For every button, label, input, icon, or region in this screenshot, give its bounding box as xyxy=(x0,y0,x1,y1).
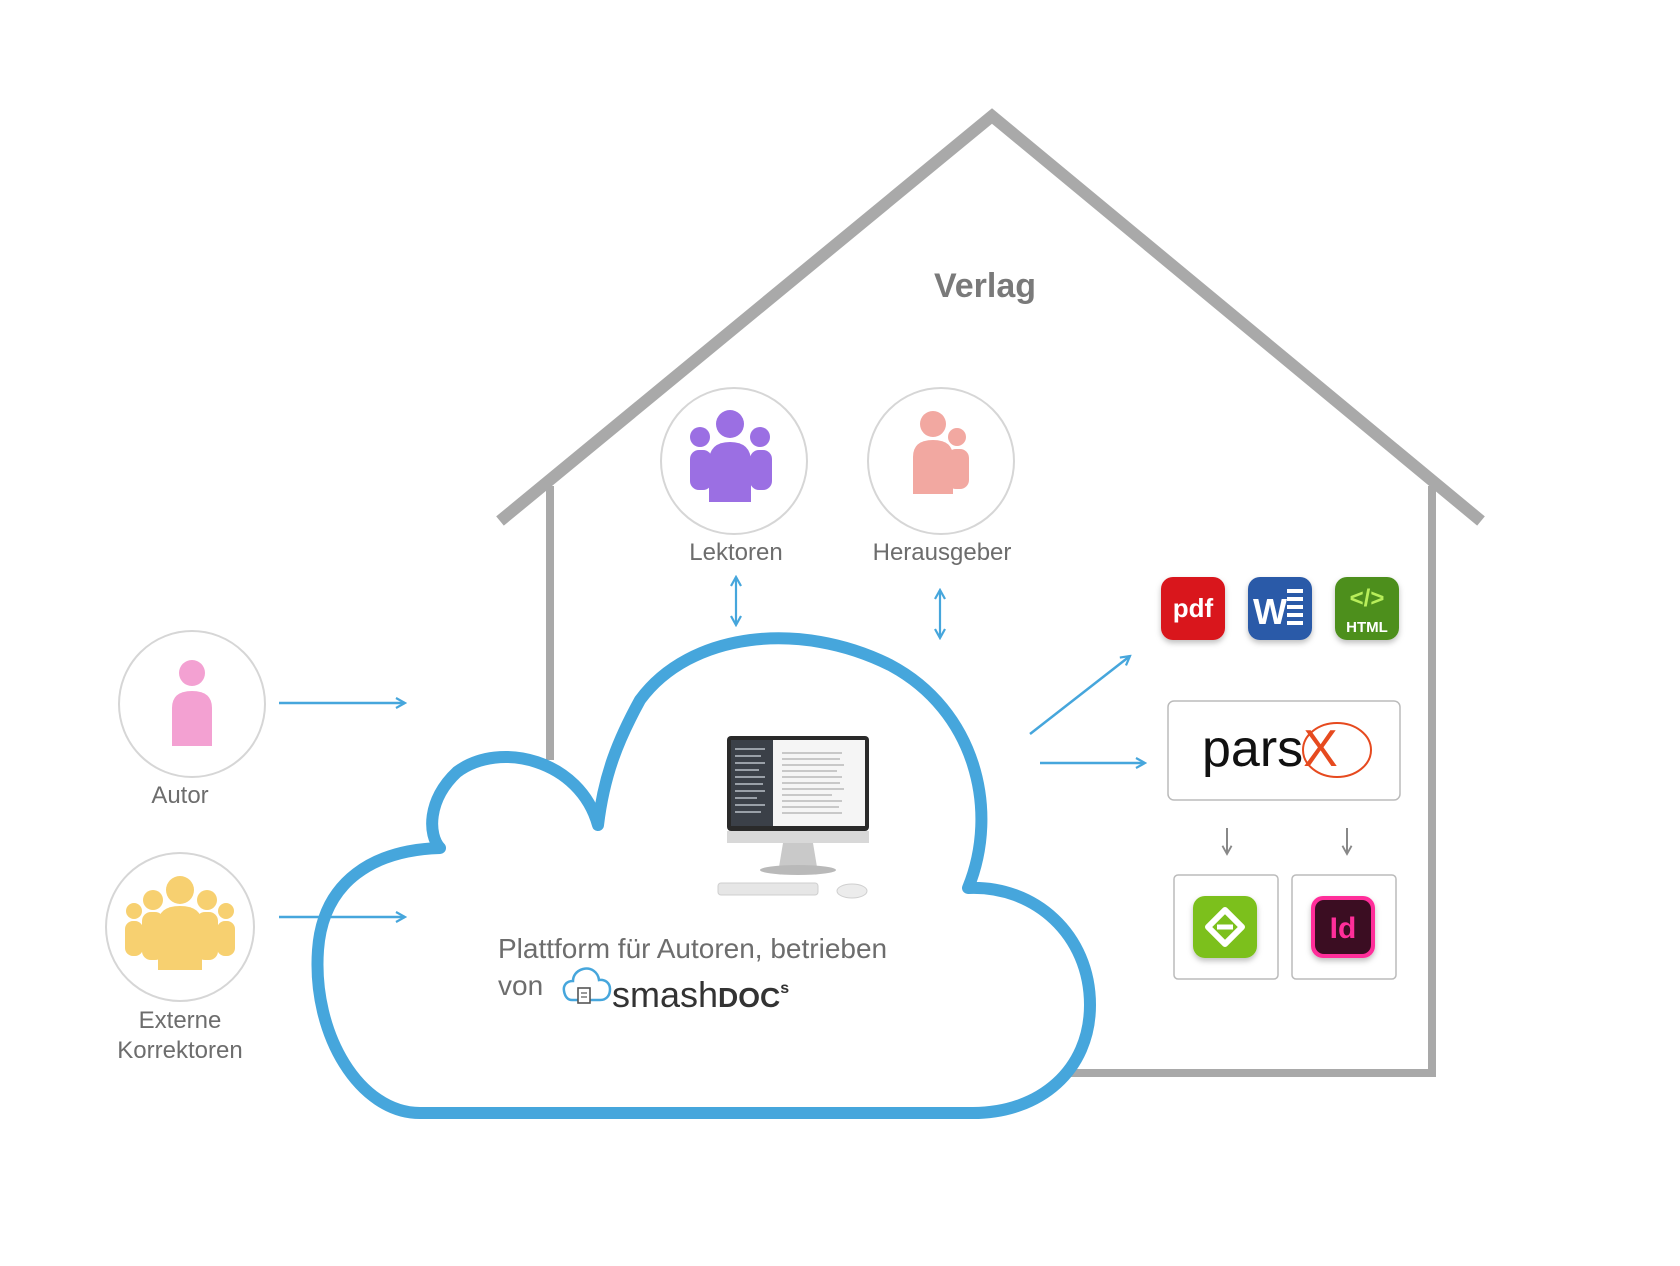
person-icon xyxy=(172,660,212,746)
parsx-wordmark: parsX xyxy=(1202,720,1338,778)
platform-cloud xyxy=(311,632,1096,1119)
parsx-box: parsX xyxy=(1167,700,1401,801)
crowd-icon xyxy=(125,876,235,970)
svg-text:</>: </> xyxy=(1350,585,1385,612)
svg-text:HTML: HTML xyxy=(1346,619,1388,636)
role-externe-korrektoren: Externe Korrektoren xyxy=(105,852,255,1064)
svg-text:W: W xyxy=(1253,591,1287,632)
word-icon: W xyxy=(1248,577,1312,640)
epub-box xyxy=(1173,874,1279,980)
arrow-platform-to-formats xyxy=(1029,656,1130,735)
role-label-herausgeber: Herausgeber xyxy=(873,539,1012,566)
platform-line1: Plattform für Autoren, betrieben xyxy=(498,933,887,964)
smashdocs-wordmark: smashDOCs xyxy=(612,974,789,1015)
role-label-externe-line2: Korrektoren xyxy=(117,1037,242,1064)
computer-icon xyxy=(717,736,869,899)
html-icon: </> HTML xyxy=(1335,577,1399,640)
parsx-ring xyxy=(1302,722,1372,778)
role-label-lektoren: Lektoren xyxy=(689,539,782,566)
role-autor: Autor xyxy=(118,630,266,809)
role-label-autor: Autor xyxy=(151,782,208,809)
epub-icon xyxy=(1193,896,1257,958)
role-lektoren: Lektoren xyxy=(660,387,808,566)
platform-line2-prefix: von xyxy=(498,970,543,1001)
svg-text:pdf: pdf xyxy=(1173,593,1214,623)
indesign-icon: Id xyxy=(1311,896,1375,958)
group-people-icon xyxy=(690,410,772,502)
role-label-externe-line1: Externe xyxy=(139,1007,222,1034)
smashdocs-logo: smashDOCs xyxy=(562,967,789,1015)
cloud-document-icon xyxy=(562,967,612,1004)
svg-text:Id: Id xyxy=(1330,912,1357,945)
two-people-icon xyxy=(913,411,969,494)
house-outline xyxy=(496,108,1485,1077)
role-herausgeber: Herausgeber xyxy=(867,387,1015,566)
indesign-box: Id xyxy=(1291,874,1397,980)
pdf-icon: pdf xyxy=(1161,577,1225,640)
house-title: Verlag xyxy=(934,267,1036,305)
